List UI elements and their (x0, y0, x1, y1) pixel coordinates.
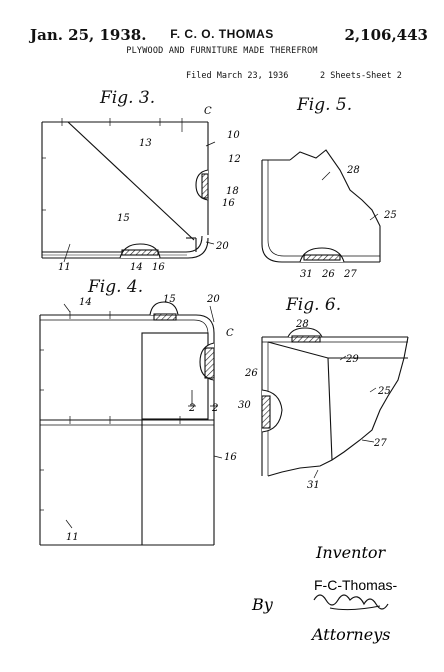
ref-16: 16 (152, 262, 165, 273)
ref-26: 26 (321, 269, 335, 280)
figure-3-label: Fig. 3. (99, 88, 155, 108)
ref-18: 18 (226, 186, 239, 197)
ref-27: 27 (343, 269, 357, 280)
ref-11: 11 (58, 262, 71, 273)
ref-15: 15 (117, 213, 130, 224)
ref-14: 14 (79, 297, 92, 308)
by-label: By (251, 595, 274, 614)
ref-10: 10 (227, 130, 240, 141)
ref-31: 31 (300, 269, 313, 280)
ref-16: 16 (224, 452, 237, 463)
ref-15: 15 (163, 294, 176, 305)
ref-26: 26 (244, 368, 258, 379)
ref-29: 29 (345, 354, 359, 365)
filing-date: Filed March 23, 1936 (186, 71, 289, 81)
ref-C: C (204, 106, 212, 117)
ref-14: 14 (130, 262, 143, 273)
ref-C: C (226, 328, 234, 339)
ref-12: 12 (228, 154, 241, 165)
patent-title: PLYWOOD AND FURNITURE MADE THEREFROM (126, 46, 318, 56)
patent-number: 2,106,443 (344, 26, 428, 44)
attorneys-label: Attorneys (310, 625, 390, 644)
ref-20: 20 (215, 241, 229, 252)
ref-25: 25 (377, 386, 391, 397)
ref-31: 31 (307, 480, 320, 491)
ref-28: 28 (295, 319, 309, 330)
figure-6-drawing: Fig. 6. (261, 295, 409, 479)
sheet-count: 2 Sheets-Sheet 2 (320, 71, 402, 81)
figure-5-label: Fig. 5. (296, 95, 352, 115)
figure-5-drawing: Fig. 5. (261, 95, 381, 263)
ref-30: 30 (238, 400, 251, 411)
attorney-signature-scribble (313, 594, 389, 610)
ref-20: 20 (206, 294, 220, 305)
ref-27: 27 (373, 438, 387, 449)
patent-date: Jan. 25, 1938. (30, 26, 147, 44)
signature-block: Inventor F-C-Thomas- By Attorneys (251, 543, 398, 644)
ref-11: 11 (66, 532, 79, 543)
inventor-label: Inventor (315, 543, 387, 562)
figure-4-label: Fig. 4. (87, 277, 143, 297)
ref-13: 13 (139, 138, 152, 149)
ref-25: 25 (383, 210, 397, 221)
inventor-name-header: F. C. O. THOMAS (170, 27, 274, 41)
inventor-signature: F-C-Thomas- (314, 577, 398, 593)
signature-underline (329, 605, 381, 611)
figure-4-drawing: Fig. 4. (39, 277, 223, 546)
figure-6-label: Fig. 6. (285, 295, 341, 315)
ref-2: 2 (188, 403, 195, 414)
ref-28: 28 (346, 165, 360, 176)
figure-3-drawing: Fig. 3. (41, 88, 216, 263)
ref-2: 2 (211, 403, 218, 414)
ref-16: 16 (222, 198, 235, 209)
